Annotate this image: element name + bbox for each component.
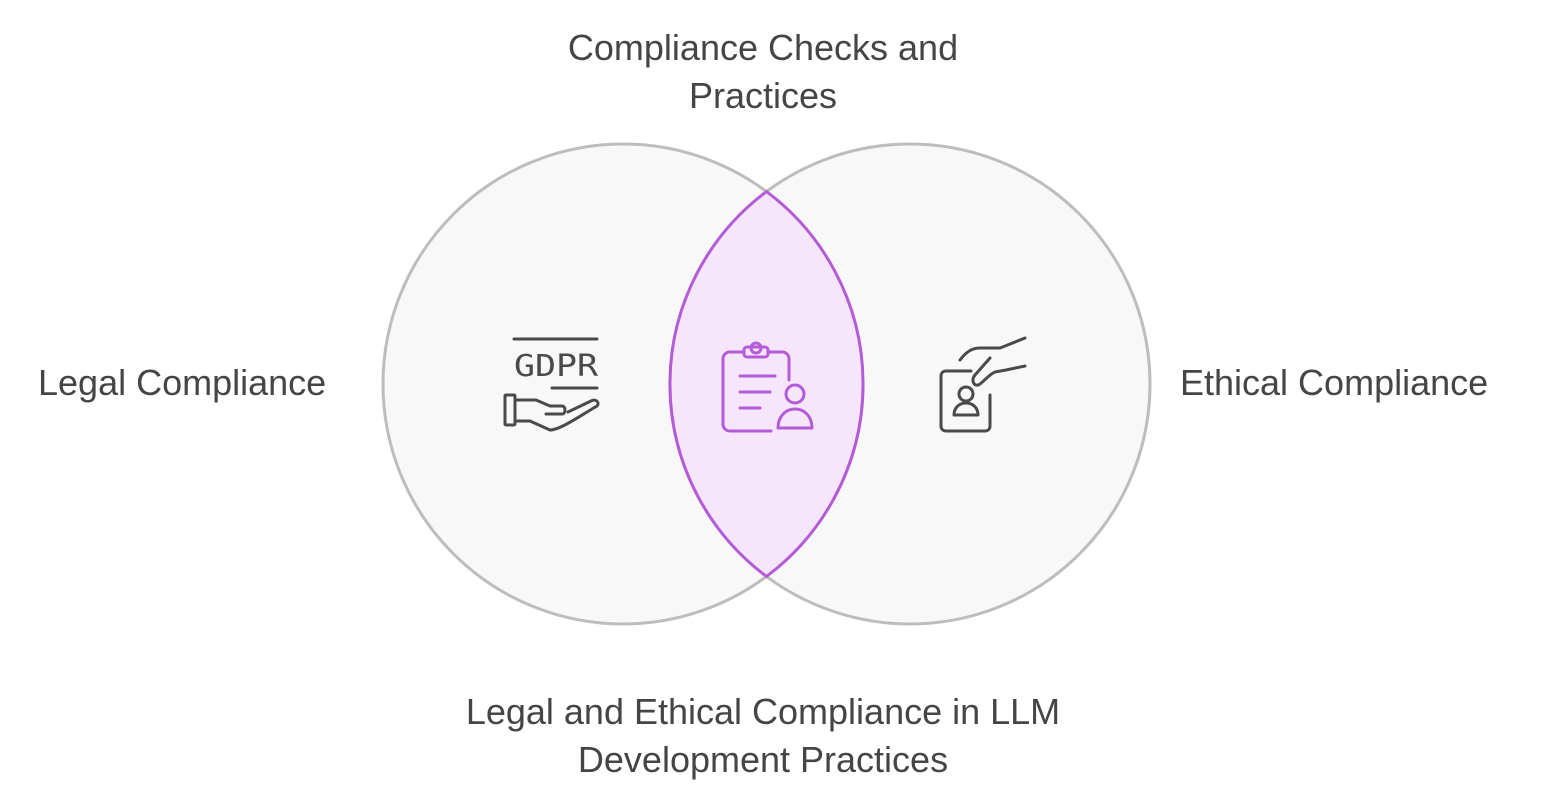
diagram-title: Legal and Ethical Compliance in LLM Deve… xyxy=(380,688,1146,784)
right-set-label: Ethical Compliance xyxy=(1180,362,1489,403)
hand-holding-id-card-icon xyxy=(939,336,1027,433)
gdpr-hand-icon: GDPR xyxy=(503,337,600,432)
diagram-title-line-2: Development Practices xyxy=(577,739,949,780)
intersection-lens xyxy=(668,189,865,579)
diagram-title-line-1: Legal and Ethical Compliance in LLM xyxy=(465,691,1061,732)
intersection-label: Compliance Checks and Practices xyxy=(430,24,1096,120)
intersection-label-line-1: Compliance Checks and xyxy=(567,27,959,68)
clipboard-person-icon xyxy=(721,341,814,433)
left-set-label: Legal Compliance xyxy=(38,362,327,403)
gdpr-icon-text: GDPR xyxy=(514,349,599,384)
intersection-label-line-2: Practices xyxy=(688,75,838,116)
